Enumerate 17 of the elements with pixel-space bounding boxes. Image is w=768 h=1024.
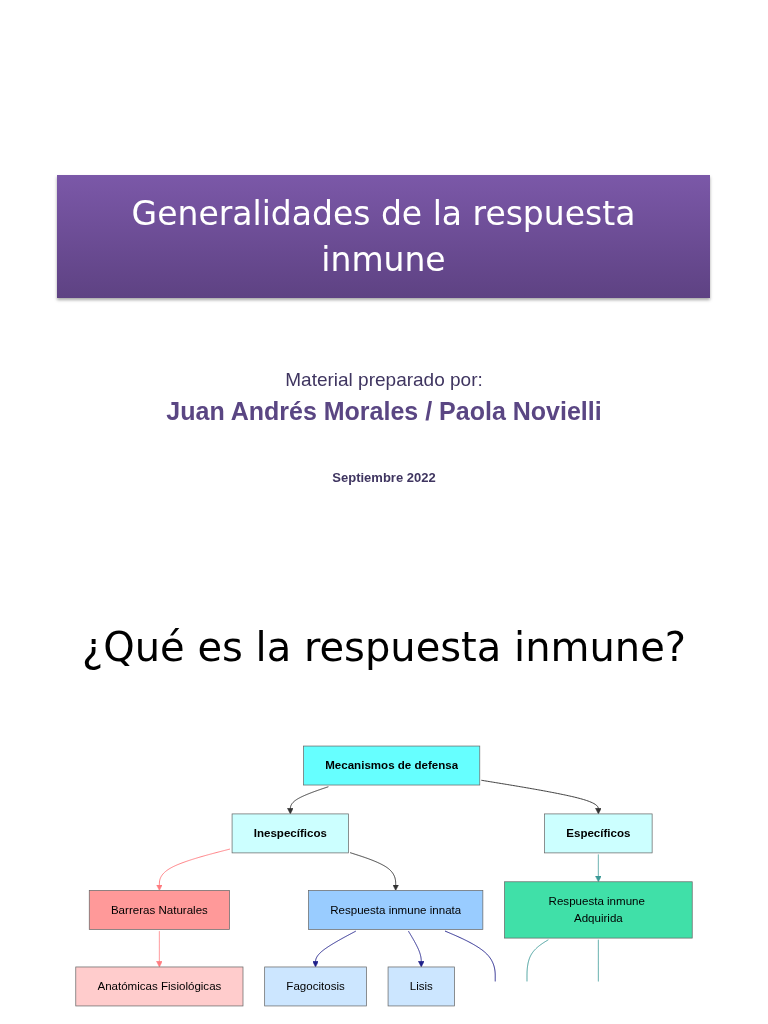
author-names: Juan Andrés Morales / Paola Novielli <box>166 397 602 426</box>
connector-line <box>597 939 599 982</box>
concept-box: Mecanismos de defensa <box>303 745 481 786</box>
concept-box: Barreras Naturales <box>88 890 230 930</box>
concept-box: Respuesta inmune Adquirida <box>504 881 693 939</box>
concept-box: Inespecíficos <box>231 813 349 854</box>
concept-box: Respuesta inmune innata <box>308 890 484 930</box>
title-text: Generalidades de la respuesta inmune <box>130 192 637 281</box>
section-heading: ¿Qué es la respuesta inmune? <box>82 624 686 670</box>
concept-box: Lisis <box>387 966 455 1007</box>
concept-box: Anatómicas Fisiológicas <box>75 966 244 1007</box>
credit-text: Material preparado por: <box>285 369 483 391</box>
date-text: Septiembre 2022 <box>332 470 436 485</box>
concept-box: Fagocitosis <box>264 966 367 1007</box>
concept-box: Específicos <box>544 813 653 854</box>
connector-line <box>526 939 549 982</box>
connector-line <box>444 930 496 982</box>
